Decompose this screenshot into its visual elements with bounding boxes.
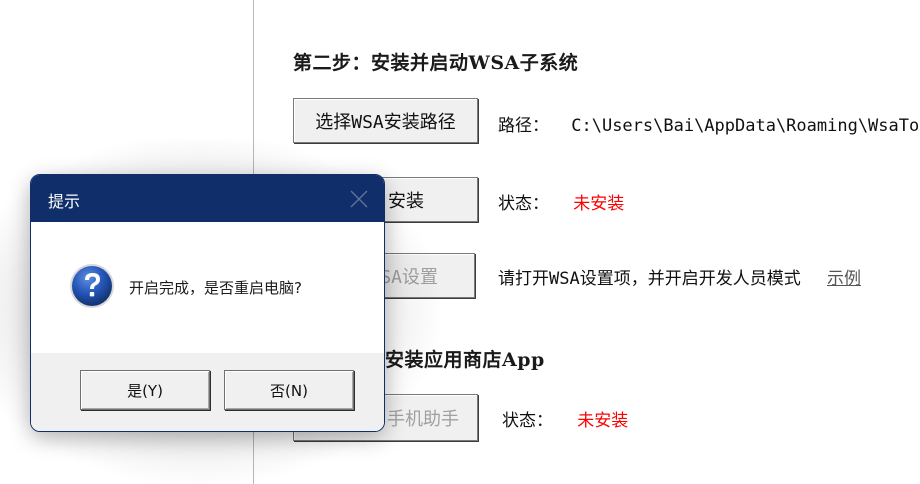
restart-prompt-dialog: 提示 开启完成，是否重启电脑? 是(Y) 否(N) bbox=[30, 174, 385, 432]
path-value: C:\Users\Bai\AppData\Roaming\WsaTo bbox=[571, 116, 920, 136]
dialog-body: 开启完成，是否重启电脑? bbox=[31, 222, 384, 353]
step3-heading: 安装应用商店App bbox=[385, 349, 545, 371]
install-status-value: 未安装 bbox=[573, 194, 625, 214]
assistant-status-value: 未安装 bbox=[577, 411, 629, 431]
dialog-title: 提示 bbox=[48, 192, 81, 211]
assistant-status-label: 状态： bbox=[502, 411, 553, 431]
yes-button[interactable]: 是(Y) bbox=[80, 370, 210, 410]
no-button[interactable]: 否(N) bbox=[224, 370, 354, 410]
path-label: 路径： bbox=[498, 116, 549, 136]
dialog-titlebar[interactable]: 提示 bbox=[31, 175, 384, 222]
step2-heading: 第二步：安装并启动WSA子系统 bbox=[293, 52, 579, 74]
dialog-message: 开启完成，是否重启电脑? bbox=[129, 279, 302, 297]
close-icon bbox=[350, 190, 368, 208]
question-icon bbox=[70, 264, 114, 308]
dialog-close-button[interactable] bbox=[344, 184, 374, 214]
example-link[interactable]: 示例 bbox=[826, 269, 861, 289]
select-wsa-path-button[interactable]: 选择WSA安装路径 bbox=[293, 98, 478, 143]
settings-hint: 请打开WSA设置项，并开启开发人员模式 bbox=[498, 269, 801, 289]
dialog-footer: 是(Y) 否(N) bbox=[31, 353, 384, 431]
install-status-label: 状态： bbox=[498, 194, 549, 214]
